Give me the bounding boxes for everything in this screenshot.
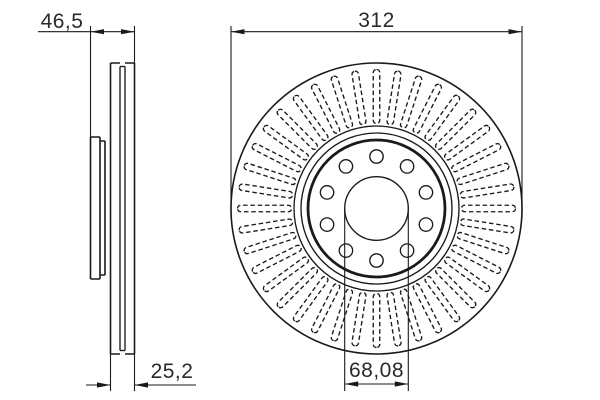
- side-view-cross-section: [89, 62, 136, 355]
- arrowhead-right-icon: [121, 29, 135, 35]
- vent-slot: [243, 231, 297, 255]
- vent-slot: [292, 275, 329, 323]
- vent-slot: [238, 183, 294, 199]
- overall-width-label: 46,5: [41, 10, 84, 33]
- vent-slot: [459, 218, 515, 234]
- vent-slot: [451, 142, 502, 173]
- vent-slot: [443, 256, 491, 293]
- vent-slot: [459, 183, 515, 199]
- arrowhead-right-icon: [134, 382, 148, 388]
- hat-top-edge: [90, 136, 105, 142]
- vent-slot: [424, 275, 461, 323]
- dimension-disc-thickness: 25,2: [86, 354, 196, 391]
- vent-slot: [351, 70, 367, 126]
- outer-diameter-label: 312: [358, 9, 395, 32]
- bolt-hole: [399, 243, 415, 258]
- vent-slot: [399, 75, 423, 129]
- vent-slot: [243, 162, 297, 186]
- disc-thickness-label: 25,2: [151, 360, 194, 383]
- center-bore-circle: [344, 176, 409, 241]
- dimension-outer-diameter: 312: [230, 9, 523, 218]
- outer-diameter-circle: [230, 62, 523, 355]
- bolt-hole: [338, 243, 354, 258]
- vent-slot: [386, 70, 402, 126]
- vent-slot: [386, 291, 402, 347]
- bolt-hole: [369, 149, 384, 164]
- bolt-hole: [319, 185, 335, 200]
- vent-slot: [434, 266, 477, 309]
- vent-slot: [412, 283, 443, 334]
- hat-edge-circle: [300, 132, 453, 285]
- dimension-overall-width: 46,5: [38, 10, 136, 137]
- vent-slot: [276, 266, 319, 309]
- bolt-hole: [338, 159, 354, 174]
- hat-bottom-edge: [90, 274, 105, 280]
- vent-slot: [456, 231, 510, 255]
- vent-slot-ring: [236, 68, 517, 349]
- vent-slot: [292, 94, 329, 142]
- vent-slot: [443, 124, 491, 161]
- vent-slot: [310, 83, 341, 134]
- vent-slot: [310, 283, 341, 334]
- bolt-hole: [399, 159, 415, 174]
- arrowhead-left-icon: [231, 29, 245, 35]
- bolt-hole: [319, 217, 335, 232]
- vent-slot: [330, 288, 354, 342]
- hub-face-circle: [306, 138, 447, 279]
- center-bore-label: 68,08: [349, 359, 404, 382]
- vent-slot: [460, 204, 517, 213]
- vent-slot: [262, 256, 310, 293]
- vent-slot: [262, 124, 310, 161]
- vent-slot: [412, 83, 443, 134]
- vent-slot: [351, 291, 367, 347]
- vent-slot: [434, 108, 477, 151]
- vent-slot: [330, 75, 354, 129]
- vent-slot: [236, 204, 293, 213]
- vent-slot: [372, 292, 381, 349]
- vent-slot: [372, 68, 381, 125]
- vent-slot: [276, 108, 319, 151]
- vent-slot: [238, 218, 294, 234]
- arrowhead-left-icon: [344, 381, 359, 387]
- front-view-disc-face: [230, 62, 523, 355]
- arrowhead-left-icon: [97, 382, 111, 388]
- bolt-hole-pattern: [319, 149, 434, 268]
- bolt-hole: [418, 185, 434, 200]
- vent-slot: [251, 244, 302, 275]
- vent-slot: [451, 244, 502, 275]
- dimension-center-bore: 68,08: [344, 208, 409, 391]
- vent-inner-boundary-circle: [293, 125, 460, 292]
- vent-slot: [424, 94, 461, 142]
- arrowhead-right-icon: [508, 29, 522, 35]
- vent-slot: [456, 162, 510, 186]
- bolt-hole: [369, 253, 384, 268]
- arrowhead-right-icon: [394, 381, 409, 387]
- vent-slot: [399, 288, 423, 342]
- arrowhead-left-icon: [90, 29, 104, 35]
- vent-slot: [251, 142, 302, 173]
- bolt-hole: [418, 217, 434, 232]
